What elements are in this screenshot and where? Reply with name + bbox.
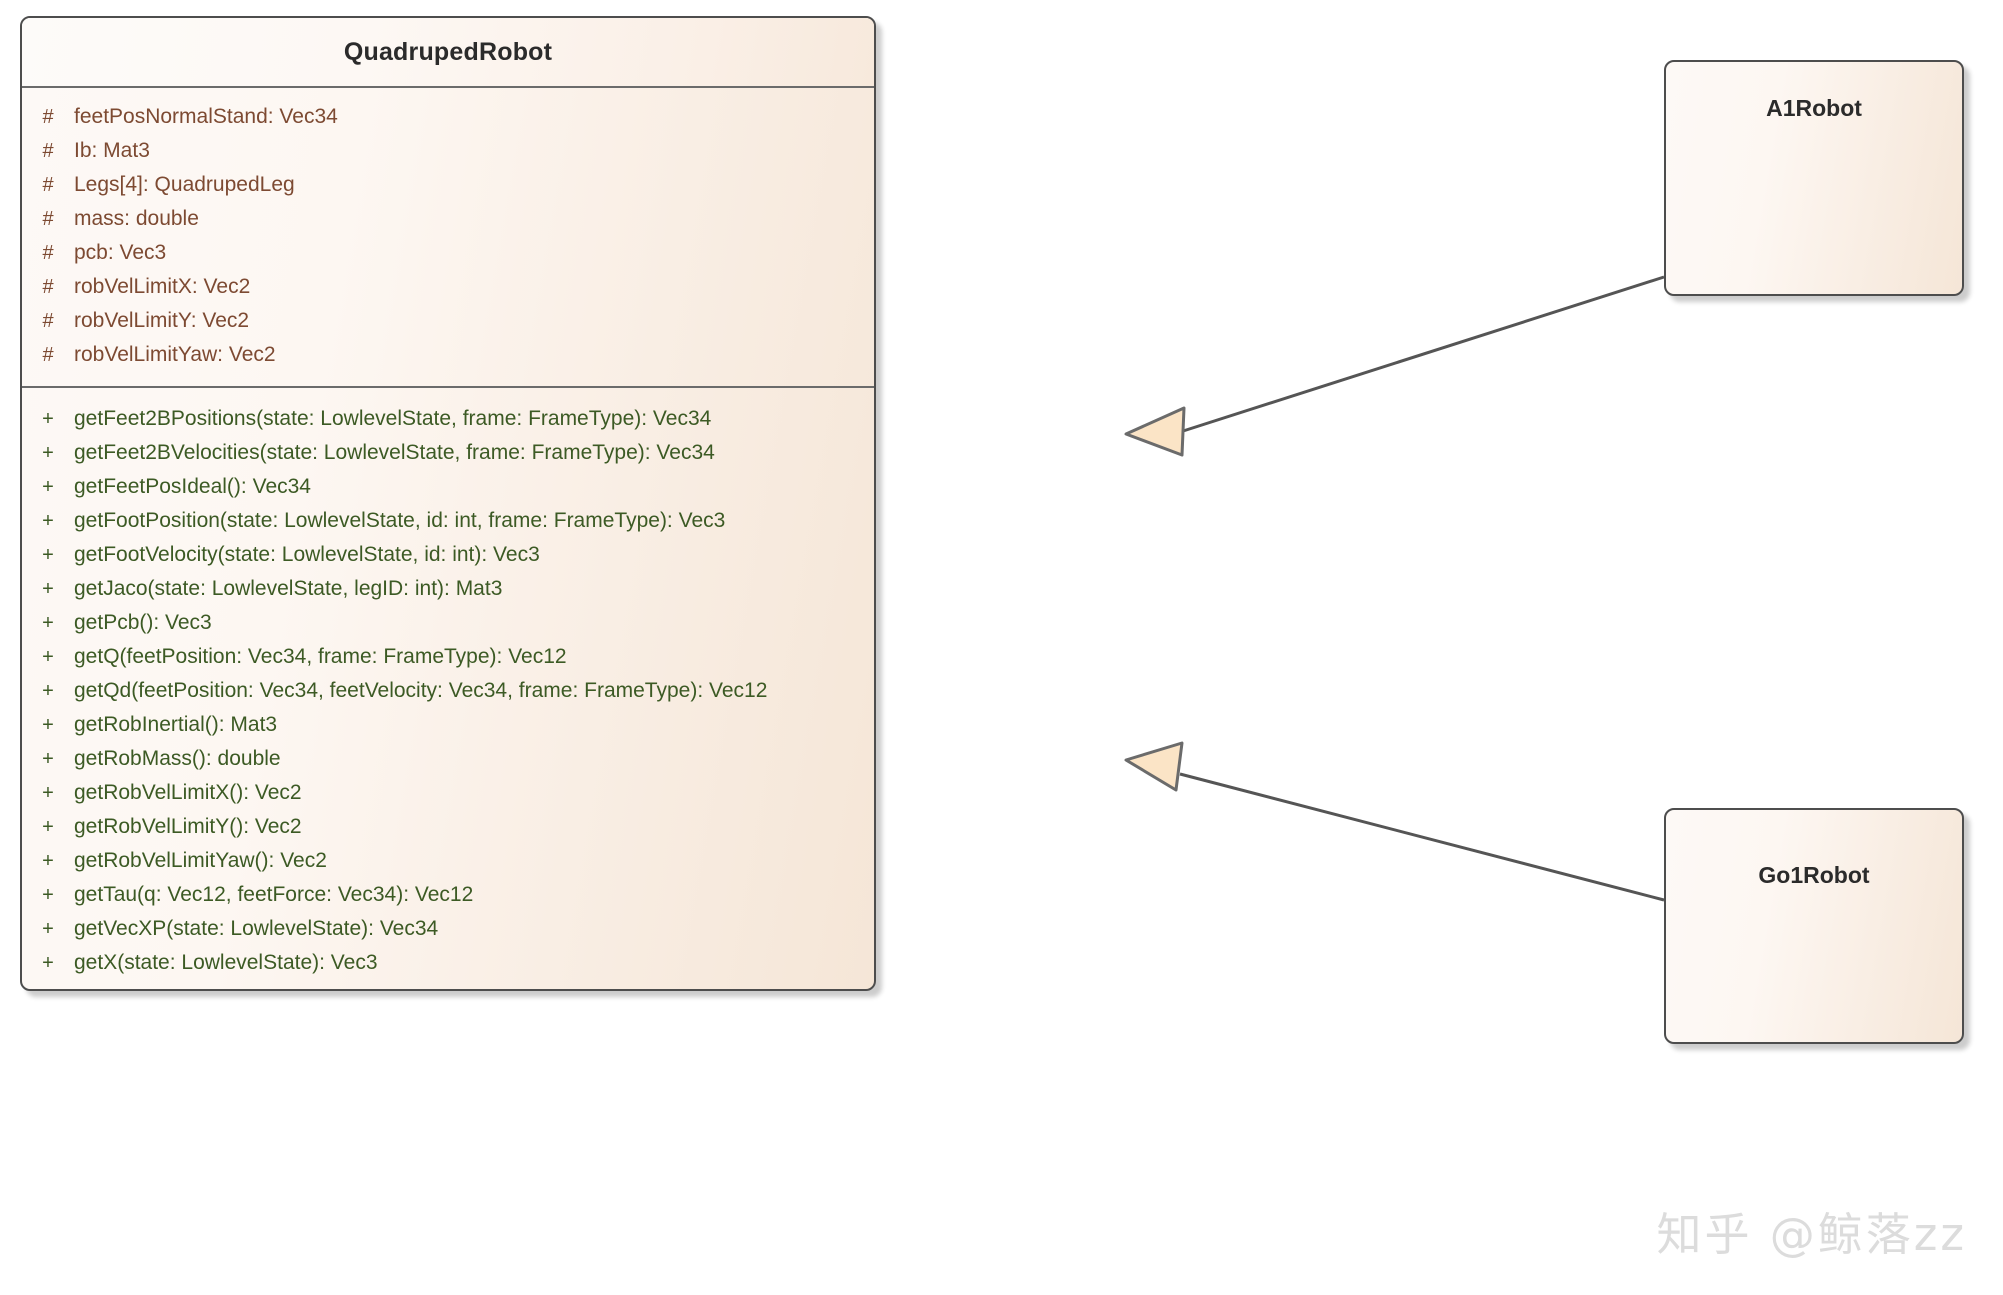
attribute-signature: mass: double bbox=[74, 207, 199, 230]
visibility-marker: + bbox=[42, 850, 54, 872]
method-row: + getTau(q: Vec12, feetForce: Vec34): Ve… bbox=[22, 878, 874, 912]
class-box-quadrupedrobot[interactable]: QuadrupedRobot # feetPosNormalStand: Vec… bbox=[20, 16, 876, 991]
attribute-row: # mass: double bbox=[22, 202, 874, 236]
method-signature: getTau(q: Vec12, feetForce: Vec34): Vec1… bbox=[74, 883, 474, 906]
generalization-arrowhead-a1robot bbox=[1124, 406, 1186, 457]
method-row: + getX(state: LowlevelState): Vec3 bbox=[22, 946, 874, 980]
visibility-marker: + bbox=[42, 884, 54, 906]
attribute-signature: pcb: Vec3 bbox=[74, 241, 167, 264]
method-row: + getRobVelLimitX(): Vec2 bbox=[22, 776, 874, 810]
attribute-signature: Ib: Mat3 bbox=[74, 139, 150, 162]
visibility-marker: + bbox=[42, 748, 54, 770]
method-row: + getFootPosition(state: LowlevelState, … bbox=[22, 504, 874, 538]
attribute-signature: Legs[4]: QuadrupedLeg bbox=[74, 173, 295, 196]
method-row: + getFootVelocity(state: LowlevelState, … bbox=[22, 538, 874, 572]
attribute-row: # Legs[4]: QuadrupedLeg bbox=[22, 168, 874, 202]
method-signature: getFeet2BPositions(state: LowlevelState,… bbox=[74, 407, 712, 430]
method-signature: getFootPosition(state: LowlevelState, id… bbox=[74, 509, 726, 532]
visibility-marker: + bbox=[42, 544, 54, 566]
method-row: + getJaco(state: LowlevelState, legID: i… bbox=[22, 572, 874, 606]
method-row: + getVecXP(state: LowlevelState): Vec34 bbox=[22, 912, 874, 946]
visibility-marker: + bbox=[42, 612, 54, 634]
page-title: QuadrupedRobot bbox=[343, 37, 553, 66]
method-row: + getRobMass(): double bbox=[22, 742, 874, 776]
method-row: + getFeet2BVelocities(state: LowlevelSta… bbox=[22, 436, 874, 470]
attribute-row: # robVelLimitYaw: Vec2 bbox=[22, 338, 874, 372]
visibility-marker: + bbox=[42, 476, 54, 498]
class-box-a1robot[interactable]: A1Robot bbox=[1664, 60, 1964, 296]
attribute-row: # robVelLimitY: Vec2 bbox=[22, 304, 874, 338]
visibility-marker: + bbox=[42, 442, 54, 464]
method-signature: getX(state: LowlevelState): Vec3 bbox=[74, 951, 378, 974]
visibility-marker: + bbox=[42, 578, 54, 600]
visibility-marker: + bbox=[42, 408, 54, 430]
method-signature: getFeet2BVelocities(state: LowlevelState… bbox=[74, 441, 715, 464]
generalization-arrowhead-go1robot bbox=[1124, 741, 1184, 792]
method-signature: getPcb(): Vec3 bbox=[74, 611, 212, 634]
attribute-row: # pcb: Vec3 bbox=[22, 236, 874, 270]
method-row: + getRobVelLimitY(): Vec2 bbox=[22, 810, 874, 844]
visibility-marker: # bbox=[42, 208, 54, 230]
method-signature: getFeetPosIdeal(): Vec34 bbox=[74, 475, 311, 498]
method-signature: getRobMass(): double bbox=[74, 747, 281, 770]
visibility-marker: + bbox=[42, 510, 54, 532]
class-box-go1robot[interactable]: Go1Robot bbox=[1664, 808, 1964, 1044]
visibility-marker: + bbox=[42, 816, 54, 838]
method-signature: getRobVelLimitYaw(): Vec2 bbox=[74, 849, 327, 872]
visibility-marker: # bbox=[42, 242, 54, 264]
method-signature: getVecXP(state: LowlevelState): Vec34 bbox=[74, 917, 439, 940]
watermark-text: 知乎 @鲸落zz bbox=[1656, 1208, 1967, 1261]
visibility-marker: # bbox=[42, 106, 54, 128]
attribute-row: # robVelLimitX: Vec2 bbox=[22, 270, 874, 304]
method-signature: getQd(feetPosition: Vec34, feetVelocity:… bbox=[74, 679, 768, 702]
visibility-marker: # bbox=[42, 276, 54, 298]
method-row: + getRobInertial(): Mat3 bbox=[22, 708, 874, 742]
visibility-marker: + bbox=[42, 646, 54, 668]
method-row: + getQ(feetPosition: Vec34, frame: Frame… bbox=[22, 640, 874, 674]
method-row: + getFeet2BPositions(state: LowlevelStat… bbox=[22, 402, 874, 436]
visibility-marker: # bbox=[42, 140, 54, 162]
attribute-signature: robVelLimitYaw: Vec2 bbox=[74, 343, 276, 366]
visibility-marker: + bbox=[42, 918, 54, 940]
attribute-signature: robVelLimitX: Vec2 bbox=[74, 275, 251, 298]
methods-compartment: + getFeet2BPositions(state: LowlevelStat… bbox=[22, 388, 874, 989]
visibility-marker: # bbox=[42, 310, 54, 332]
method-signature: getQ(feetPosition: Vec34, frame: FrameTy… bbox=[74, 645, 567, 668]
method-signature: getRobInertial(): Mat3 bbox=[74, 713, 278, 736]
method-signature: getFootVelocity(state: LowlevelState, id… bbox=[74, 543, 540, 566]
method-row: + getRobVelLimitYaw(): Vec2 bbox=[22, 844, 874, 878]
attributes-compartment: # feetPosNormalStand: Vec34 # Ib: Mat3 #… bbox=[22, 88, 874, 388]
visibility-marker: + bbox=[42, 952, 54, 974]
attribute-signature: feetPosNormalStand: Vec34 bbox=[74, 105, 338, 128]
generalization-line-go1robot bbox=[1179, 772, 1665, 902]
generalization-line-a1robot bbox=[1179, 275, 1665, 434]
visibility-marker: + bbox=[42, 782, 54, 804]
visibility-marker: + bbox=[42, 680, 54, 702]
visibility-marker: # bbox=[42, 344, 54, 366]
class-title-go1robot: Go1Robot bbox=[1758, 862, 1870, 888]
attribute-row: # Ib: Mat3 bbox=[22, 134, 874, 168]
visibility-marker: + bbox=[42, 714, 54, 736]
method-signature: getJaco(state: LowlevelState, legID: int… bbox=[74, 577, 503, 600]
attribute-signature: robVelLimitY: Vec2 bbox=[74, 309, 250, 332]
class-title-a1robot: A1Robot bbox=[1766, 95, 1862, 121]
method-row: + getQd(feetPosition: Vec34, feetVelocit… bbox=[22, 674, 874, 708]
method-row: + getFeetPosIdeal(): Vec34 bbox=[22, 470, 874, 504]
visibility-marker: # bbox=[42, 174, 54, 196]
method-row: + getPcb(): Vec3 bbox=[22, 606, 874, 640]
method-signature: getRobVelLimitX(): Vec2 bbox=[74, 781, 302, 804]
attribute-row: # feetPosNormalStand: Vec34 bbox=[22, 100, 874, 134]
method-signature: getRobVelLimitY(): Vec2 bbox=[74, 815, 302, 838]
class-title-band: QuadrupedRobot bbox=[22, 18, 874, 88]
